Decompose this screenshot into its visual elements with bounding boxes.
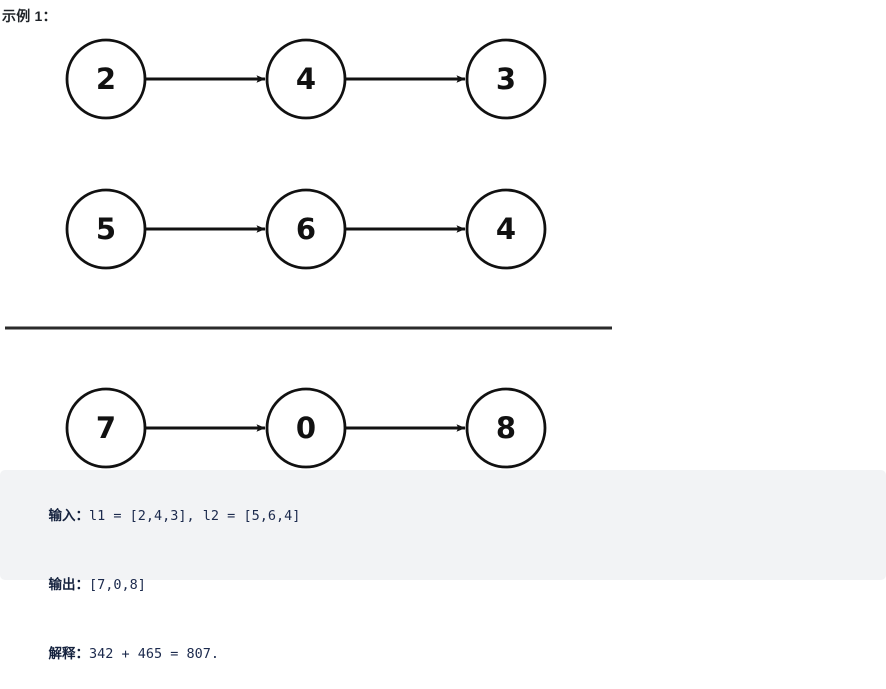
list-node: 4 — [465, 188, 547, 270]
page-title: 示例 1： — [2, 6, 57, 26]
result-panel: 输入：l1 = [2,4,3], l2 = [5,6,4] 输出：[7,0,8]… — [0, 470, 886, 662]
node-circle — [265, 387, 347, 469]
node-value: 5 — [96, 212, 116, 246]
row-sum: 7 0 8 — [65, 387, 547, 469]
list-node: 2 — [65, 38, 147, 120]
list-node: 7 — [65, 387, 147, 469]
list-node: 4 — [265, 38, 347, 120]
node-circle — [65, 38, 147, 120]
result-label-output: 输出： — [48, 577, 90, 593]
list-node: 0 — [265, 387, 347, 469]
node-value: 4 — [296, 62, 316, 96]
node-circle — [465, 387, 547, 469]
node-circle — [65, 188, 147, 270]
result-value-explanation: 342 + 465 = 807. — [89, 646, 220, 662]
list-node: 8 — [465, 387, 547, 469]
node-value: 2 — [96, 62, 116, 96]
node-value: 8 — [496, 411, 516, 445]
row-l2: 5 6 4 — [65, 188, 547, 270]
linked-list-diagram: 2 4 3 5 6 4 7 0 8 — [5, 38, 612, 469]
result-line-output: 输出：[7,0,8] — [16, 551, 870, 620]
result-label-explanation: 解释： — [48, 646, 90, 662]
result-line-explanation: 解释：342 + 465 = 807. — [16, 620, 870, 689]
node-value: 4 — [496, 212, 516, 246]
page-title-index: 1 — [34, 8, 43, 24]
node-value: 7 — [96, 411, 116, 445]
node-value: 6 — [296, 212, 316, 246]
result-value-input: l1 = [2,4,3], l2 = [5,6,4] — [89, 508, 301, 524]
row-l1: 2 4 3 — [65, 38, 547, 120]
page-title-suffix: ： — [42, 8, 57, 24]
node-circle — [265, 38, 347, 120]
result-line-input: 输入：l1 = [2,4,3], l2 = [5,6,4] — [16, 482, 870, 551]
node-circle — [465, 188, 547, 270]
result-label-input: 输入： — [48, 508, 90, 524]
list-node: 3 — [465, 38, 547, 120]
node-circle — [265, 188, 347, 270]
node-value: 3 — [496, 62, 516, 96]
result-value-output: [7,0,8] — [89, 577, 146, 593]
node-circle — [465, 38, 547, 120]
node-value: 0 — [296, 411, 316, 445]
list-node: 6 — [265, 188, 347, 270]
page-title-prefix: 示例 — [2, 8, 31, 24]
node-circle — [65, 387, 147, 469]
list-node: 5 — [65, 188, 147, 270]
